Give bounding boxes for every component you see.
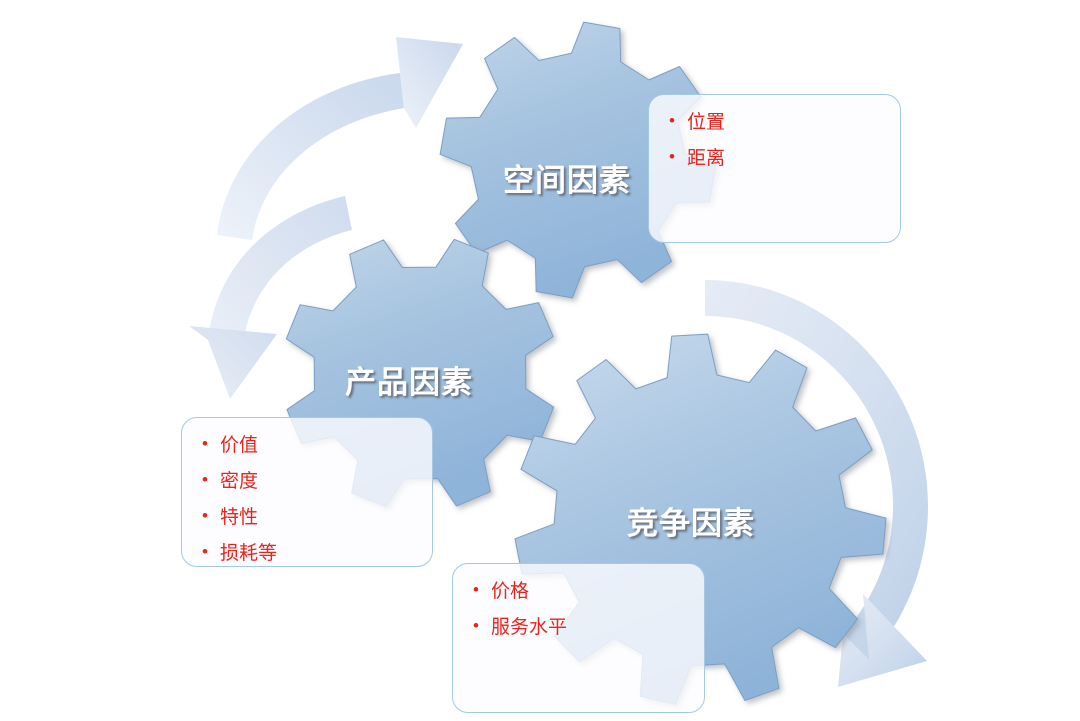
callout-product: 价值 密度 特性 损耗等 <box>181 417 433 567</box>
list-item: 密度 <box>202 471 412 491</box>
arrow-up-right-icon <box>217 37 463 240</box>
list-item: 距离 <box>669 148 880 168</box>
callout-compete: 价格 服务水平 <box>452 563 705 713</box>
arc-arrow-icon <box>705 280 928 687</box>
list-item: 损耗等 <box>202 543 412 563</box>
callout-space: 位置 距离 <box>648 94 901 243</box>
gear-space <box>439 21 717 299</box>
list-item: 价值 <box>202 435 412 455</box>
callout-space-list: 位置 距离 <box>669 112 880 168</box>
arrow-down-icon <box>189 196 352 399</box>
list-item: 特性 <box>202 507 412 527</box>
callout-product-list: 价值 密度 特性 损耗等 <box>202 435 412 563</box>
list-item: 服务水平 <box>473 617 684 637</box>
list-item: 位置 <box>669 112 880 132</box>
callout-compete-list: 价格 服务水平 <box>473 581 684 637</box>
list-item: 价格 <box>473 581 684 601</box>
